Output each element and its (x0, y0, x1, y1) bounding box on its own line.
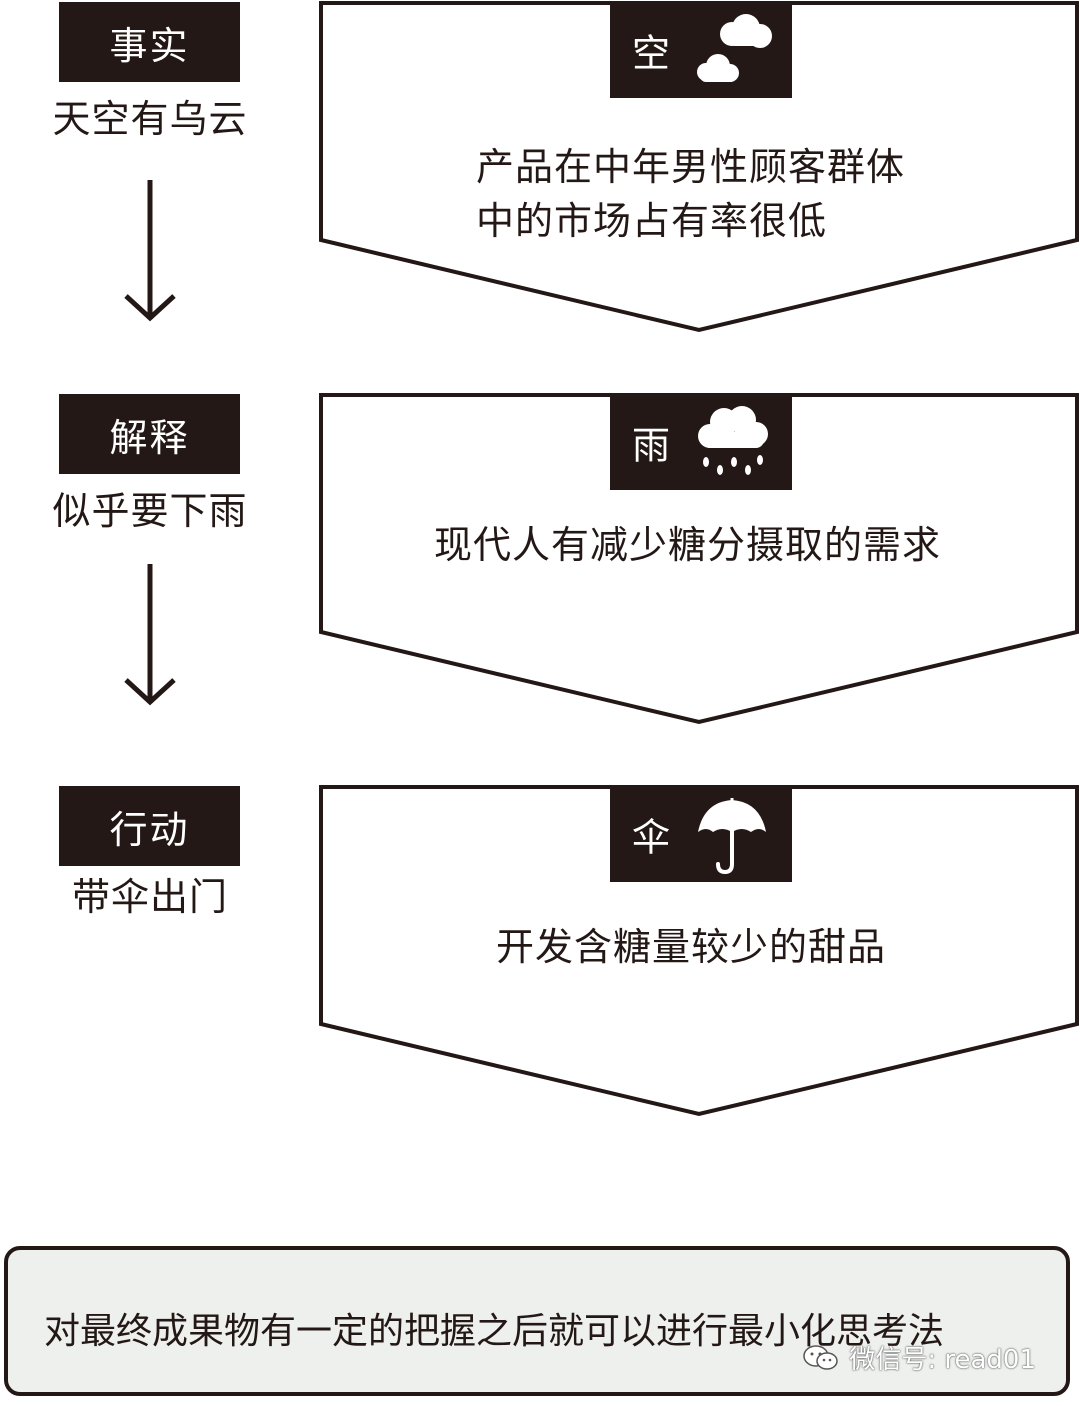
summary-text: 对最终成果物有一定的把握之后就可以进行最小化思考法 (44, 1311, 945, 1352)
umbrella-icon (698, 798, 766, 875)
watermark: 微信号: read01 (801, 1339, 1036, 1376)
chevron-text-action: 开发含糖量较少的甜品 (496, 920, 886, 974)
chevron-char-sky: 空 (632, 31, 671, 76)
clouds-icon (697, 14, 772, 82)
chevron-fact (318, 0, 1080, 334)
rain-cloud-icon (698, 406, 768, 475)
chevron-text-interpretation: 现代人有减少糖分摄取的需求 (434, 518, 941, 572)
down-arrow-2 (124, 564, 176, 706)
summary-box: 对最终成果物有一定的把握之后就可以进行最小化思考法 微信号: read01 (4, 1246, 1070, 1396)
chevron-text-line: 现代人有减少糖分摄取的需求 (434, 523, 942, 567)
chevron-tag-rain: 雨 (610, 394, 792, 490)
chevron-interpretation (318, 392, 1080, 726)
chevron-char-umbrella: 伞 (632, 815, 671, 860)
watermark-text: 微信号: read01 (849, 1345, 1036, 1375)
chevron-action (318, 784, 1080, 1118)
stage-subtitle-action: 带伞出门 (71, 875, 228, 919)
down-arrow-1 (124, 180, 176, 322)
chevron-text-line: 开发含糖量较少的甜品 (496, 925, 887, 969)
chevron-char-rain: 雨 (632, 423, 671, 468)
stage-subtitle-interpretation: 似乎要下雨 (52, 489, 248, 533)
chevron-text-fact: 产品在中年男性顾客群体 中的市场占有率很低 (476, 140, 905, 248)
chevron-text-line: 产品在中年男性顾客群体 (476, 145, 906, 189)
wechat-icon (803, 1344, 839, 1370)
chevron-tag-umbrella: 伞 (610, 786, 792, 882)
stage-tag-interpretation: 解释 (59, 394, 240, 474)
stage-tag-fact: 事实 (59, 2, 240, 82)
chevron-tag-sky: 空 (610, 2, 792, 98)
stage-subtitle-fact: 天空有乌云 (52, 97, 248, 141)
stage-tag-action: 行动 (59, 786, 240, 866)
chevron-text-line: 中的市场占有率很低 (476, 199, 828, 243)
